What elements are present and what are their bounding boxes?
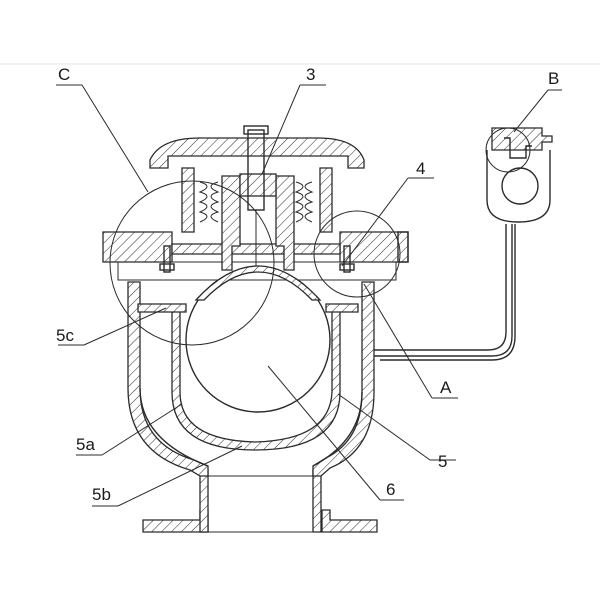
bonnet-hood <box>149 137 365 233</box>
leader-lines <box>56 84 562 507</box>
label-b: B <box>548 69 559 88</box>
float-guide-5a <box>171 307 341 451</box>
plate-5c <box>137 303 359 313</box>
top-flange <box>102 231 409 281</box>
central-valve-stem <box>221 125 295 271</box>
detail-circle-4 <box>313 210 401 298</box>
branch-b-assembly <box>485 127 553 223</box>
bottom-flange <box>142 469 378 533</box>
connection-pipe <box>374 224 516 361</box>
valve-body <box>127 281 375 477</box>
label-5c: 5c <box>56 326 74 345</box>
valve-seat <box>194 265 322 301</box>
label-5a: 5a <box>76 435 95 454</box>
detail-circle-c <box>109 180 275 346</box>
flange-bolts <box>159 231 409 273</box>
label-c: C <box>58 65 70 84</box>
label-5: 5 <box>438 452 447 471</box>
label-a: A <box>440 378 452 397</box>
label-5b: 5b <box>92 485 111 504</box>
label-4: 4 <box>416 159 425 178</box>
label-3: 3 <box>306 65 315 84</box>
label-6: 6 <box>386 480 395 499</box>
